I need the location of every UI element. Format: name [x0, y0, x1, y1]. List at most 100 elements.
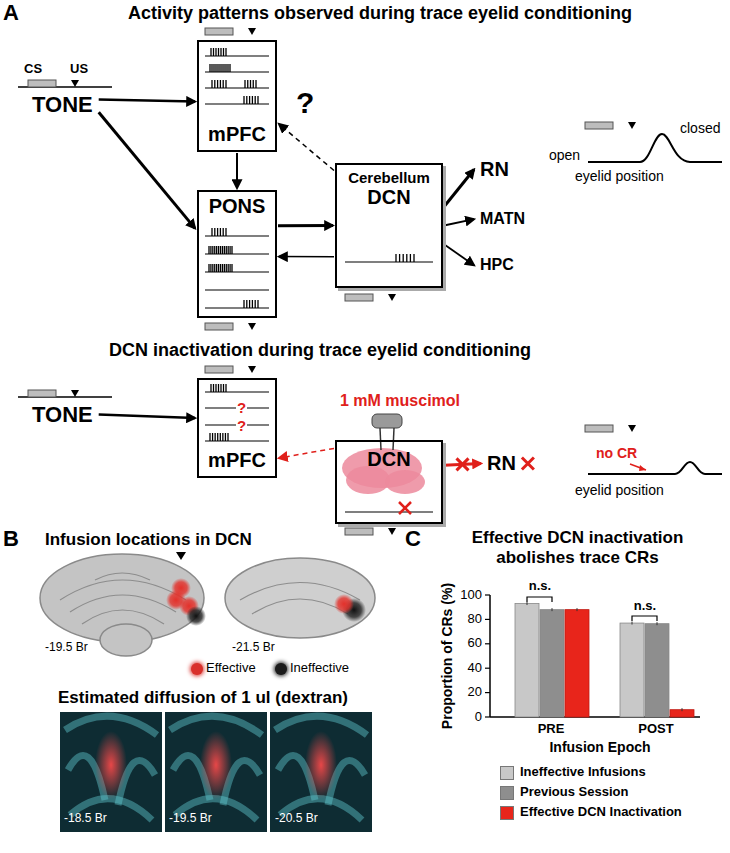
cannula	[380, 428, 381, 450]
y-tick	[485, 619, 490, 620]
spike-tick	[211, 228, 212, 236]
y-tick	[485, 692, 490, 693]
spike-tick	[216, 264, 217, 272]
text-label: closed	[680, 120, 720, 136]
connector	[99, 112, 195, 228]
spike-tick	[226, 264, 227, 272]
node-label: TONE	[32, 402, 93, 427]
spike-tick	[215, 384, 216, 392]
brainstem-section	[100, 624, 152, 656]
text-label: 80	[468, 612, 482, 627]
text-label: Effective DCN inactivation abolishes tra…	[435, 528, 720, 567]
text-label: POST	[638, 722, 673, 737]
spike-tick	[214, 264, 215, 272]
eyelid-trace	[588, 134, 722, 162]
spike-tick	[222, 264, 223, 272]
folia-line	[95, 573, 150, 580]
spike-tick	[214, 228, 215, 236]
legend-swatch	[500, 786, 514, 800]
text-node: TONE	[30, 402, 95, 427]
raster-line	[205, 289, 269, 290]
dextran-spread	[200, 731, 232, 799]
us-marker	[628, 425, 636, 432]
node-label: DCN	[367, 186, 410, 209]
spike-tick	[229, 264, 230, 272]
spike-tick	[225, 64, 226, 72]
text-label: ?	[296, 86, 314, 121]
spike-tick	[247, 80, 248, 88]
spike-tick	[255, 96, 256, 104]
text-label: 60	[468, 636, 482, 651]
legend-label: Effective	[206, 661, 256, 676]
raster-line	[345, 261, 433, 262]
text-label: ?	[236, 417, 247, 434]
spike-tick	[231, 264, 232, 272]
node-label: HPC	[480, 256, 514, 274]
spike-tick	[223, 384, 224, 392]
spike-tick	[217, 64, 218, 72]
red-x-mark	[522, 458, 534, 470]
spike-tick	[250, 80, 251, 88]
text-node: TONE	[30, 92, 95, 117]
error-bar	[682, 708, 683, 711]
spike-tick	[228, 246, 229, 254]
spike-tick	[210, 48, 211, 56]
muscimol-spread	[346, 466, 390, 494]
text-label: ?	[236, 399, 247, 416]
bar	[565, 610, 589, 717]
node-label: MATN	[480, 210, 525, 228]
spike-tick	[218, 48, 219, 56]
text-label: 1 mM muscimol	[340, 392, 460, 410]
node-label: PONS	[209, 195, 266, 218]
connector	[279, 124, 334, 171]
text-label: -19.5 Br	[45, 641, 88, 655]
connector	[236, 153, 238, 188]
spike-tick	[212, 433, 213, 441]
node-label: DCN	[367, 448, 410, 471]
spike-tick	[213, 48, 214, 56]
y-tick	[485, 594, 490, 595]
us-marker	[71, 80, 79, 87]
region-box: CerebellumDCN	[335, 163, 443, 288]
text-label: n.s.	[634, 599, 656, 614]
spike-tick	[410, 254, 411, 262]
cs-bar	[345, 294, 373, 301]
spike-tick	[213, 64, 214, 72]
text-label: Proportion of CRs (%)	[439, 583, 455, 729]
text-label: eyelid position	[575, 482, 664, 498]
spike-tick	[223, 48, 224, 56]
us-marker	[248, 28, 256, 35]
spike-tick	[224, 246, 225, 254]
red-x-mark	[399, 502, 411, 514]
spike-tick	[225, 433, 226, 441]
spike-tick	[220, 80, 221, 88]
node-label: TONE	[32, 92, 93, 117]
text-label: -18.5 Br	[64, 812, 107, 826]
text-label: Estimated diffusion of 1 ul (dextran)	[58, 688, 348, 708]
legend-label: Ineffective Infusions	[520, 765, 646, 780]
muscimol-spread	[385, 470, 425, 494]
spike-tick	[218, 264, 219, 272]
text-label: DCN inactivation during trace eyelid con…	[109, 340, 531, 361]
connector	[279, 256, 334, 258]
spike-tick	[244, 80, 245, 88]
error-bar	[577, 608, 578, 611]
us-marker	[248, 323, 256, 330]
text-label: C	[405, 526, 421, 551]
leader-head	[639, 465, 646, 471]
spike-tick	[214, 433, 215, 441]
spike-tick	[213, 384, 214, 392]
spike-tick	[223, 228, 224, 236]
text-label: CS	[24, 62, 42, 77]
text-label: PRE	[538, 722, 565, 737]
text-node: RN	[478, 158, 511, 181]
spike-tick	[403, 254, 404, 262]
connector	[278, 224, 333, 227]
spike-tick	[224, 264, 225, 272]
cannula	[393, 428, 394, 450]
spike-tick	[220, 433, 221, 441]
spike-tick	[227, 433, 228, 441]
text-label: open	[549, 147, 580, 163]
raster-line	[205, 103, 269, 104]
